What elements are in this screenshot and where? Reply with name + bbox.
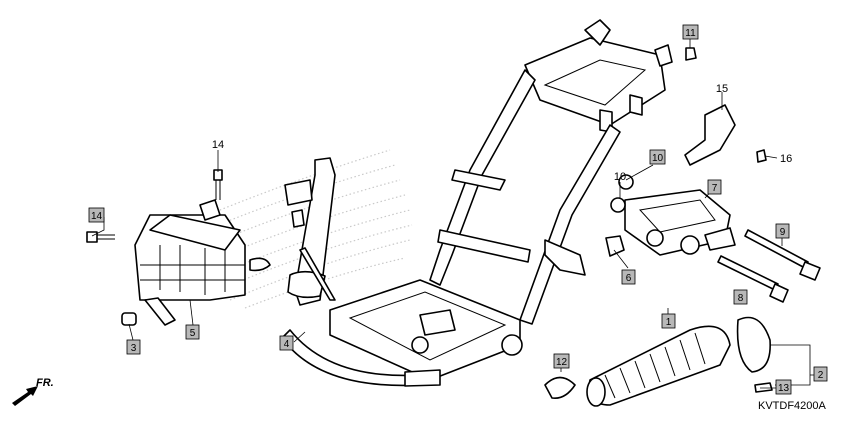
- callout-5: 5: [190, 328, 196, 339]
- callout-box: [649, 149, 666, 165]
- callout-box: [682, 24, 699, 40]
- callouts: 1 2 3 4 5 6 7 8 9 10 10 11 12: [88, 24, 828, 395]
- engine-hanger-link: [624, 189, 736, 256]
- callout-4: 4: [284, 339, 290, 350]
- callout-box: [126, 339, 141, 355]
- front-direction-label: FR.: [36, 377, 54, 389]
- callout-3: 3: [131, 343, 137, 354]
- air-duct-boot: [586, 325, 731, 407]
- callout-8: 8: [738, 293, 744, 304]
- callout-14: 14: [212, 139, 224, 151]
- long-bolts: [717, 229, 821, 303]
- battery-bracket: [134, 199, 271, 326]
- callout-11: 11: [685, 28, 696, 39]
- frame-body: [281, 19, 673, 387]
- callout-box: [185, 324, 200, 340]
- band-clamps: [544, 316, 773, 400]
- callout-box: [661, 313, 676, 329]
- callout-box: [775, 379, 792, 395]
- callout-box: [553, 353, 570, 369]
- callout-box: [775, 223, 790, 239]
- callout-2: 2: [818, 370, 824, 381]
- callout-box: [733, 289, 748, 305]
- callout-9: 9: [780, 227, 786, 238]
- callout-14-boxed: 14: [91, 211, 103, 222]
- callout-13: 13: [778, 383, 790, 394]
- callout-12: 12: [556, 357, 568, 368]
- rubber-damper: [121, 312, 137, 326]
- callout-box: [279, 335, 294, 351]
- diagram-code: KVTDF4200A: [758, 400, 827, 412]
- callout-box: [813, 366, 828, 382]
- callout-7: 7: [712, 183, 718, 194]
- callout-15: 15: [716, 83, 728, 95]
- callout-16: 16: [780, 153, 792, 165]
- small-hardware: [605, 47, 767, 257]
- bolt-horizontal: [86, 231, 115, 243]
- callout-box: [621, 269, 636, 285]
- bolt-vertical: [213, 169, 223, 200]
- callout-6: 6: [626, 273, 632, 284]
- front-direction-arrow: FR.: [12, 377, 54, 406]
- callout-box: [707, 179, 722, 195]
- callout-1: 1: [666, 317, 672, 328]
- callout-10-boxed: 10: [652, 153, 664, 164]
- callout-box: [88, 207, 105, 223]
- callout-10: 10: [614, 171, 626, 183]
